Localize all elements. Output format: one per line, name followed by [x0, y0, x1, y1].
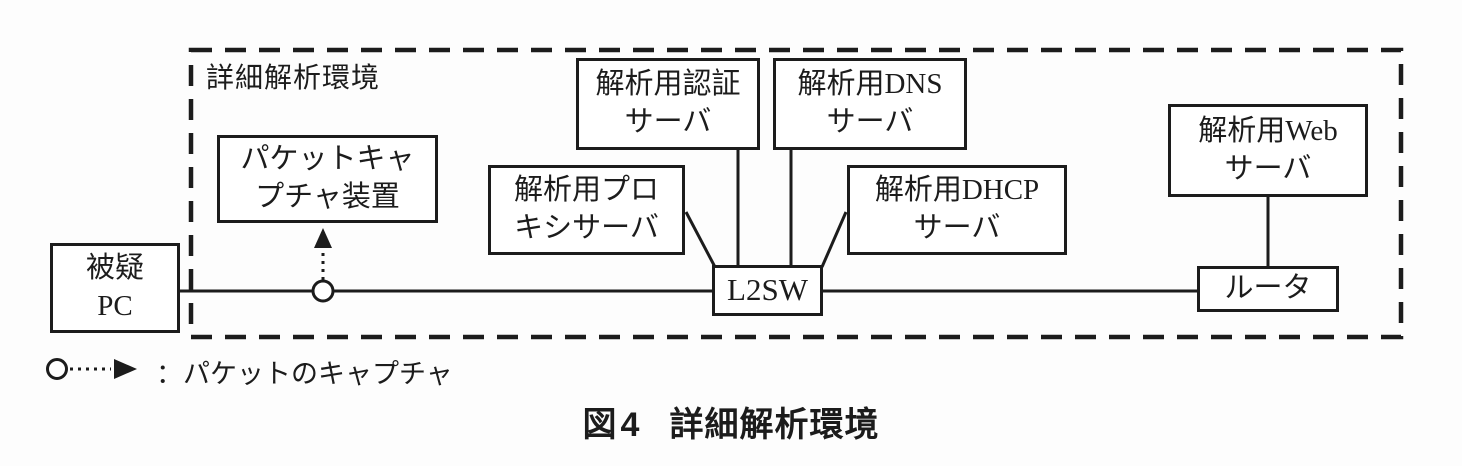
analysis-environment-label: 詳細解析環境: [206, 63, 381, 94]
node-packet-capture-line2: プチャ装置: [255, 181, 400, 213]
node-suspected-pc-line1: 被疑: [85, 252, 144, 285]
legend-circle-icon: [46, 358, 68, 380]
node-packet-capture-device: パケットキャ プチャ装置: [217, 135, 438, 223]
node-router: ルータ: [1197, 266, 1339, 312]
node-auth-line2: サーバ: [624, 106, 712, 138]
legend-arrowhead-icon: [114, 359, 137, 379]
node-dns-line2: サーバ: [826, 106, 914, 138]
node-proxy-line1: 解析用プロ: [513, 174, 659, 207]
capture-tap-circle-icon: [311, 279, 335, 303]
node-suspected-pc: 被疑 PC: [50, 243, 180, 333]
node-suspected-pc-line2: PC: [97, 290, 133, 322]
node-router-label: ルータ: [1224, 272, 1312, 305]
node-l2sw-label: L2SW: [727, 272, 808, 308]
node-web-server: 解析用Web サーバ: [1168, 104, 1368, 197]
node-auth-server: 解析用認証 サーバ: [576, 58, 760, 150]
node-auth-line1: 解析用認証: [595, 68, 741, 101]
node-proxy-line2: キシサーバ: [514, 212, 659, 244]
node-dhcp-server: 解析用DHCP サーバ: [847, 165, 1067, 255]
legend-label: ：パケットのキャプチャ: [156, 359, 453, 389]
figure-number: 図4: [582, 406, 644, 444]
figure-title: 詳細解析環境: [669, 406, 880, 444]
node-dns-server: 解析用DNS サーバ: [773, 58, 967, 150]
node-proxy-server: 解析用プロ キシサーバ: [488, 165, 685, 255]
node-dns-line1: 解析用DNS: [797, 68, 943, 101]
connector-dhcp-l2sw: [820, 211, 848, 268]
node-dhcp-line1: 解析用DHCP: [874, 174, 1040, 207]
node-web-line2: サーバ: [1224, 152, 1312, 185]
node-web-line1: 解析用Web: [1198, 114, 1338, 147]
node-dhcp-line2: サーバ: [913, 212, 1001, 244]
node-l2sw: L2SW: [712, 265, 823, 316]
figure-caption: 図4 詳細解析環境: [0, 397, 1462, 446]
node-packet-capture-line1: パケットキャ: [240, 143, 415, 176]
capture-arrowhead-icon: [314, 228, 332, 248]
connector-proxy-l2sw: [684, 211, 717, 268]
